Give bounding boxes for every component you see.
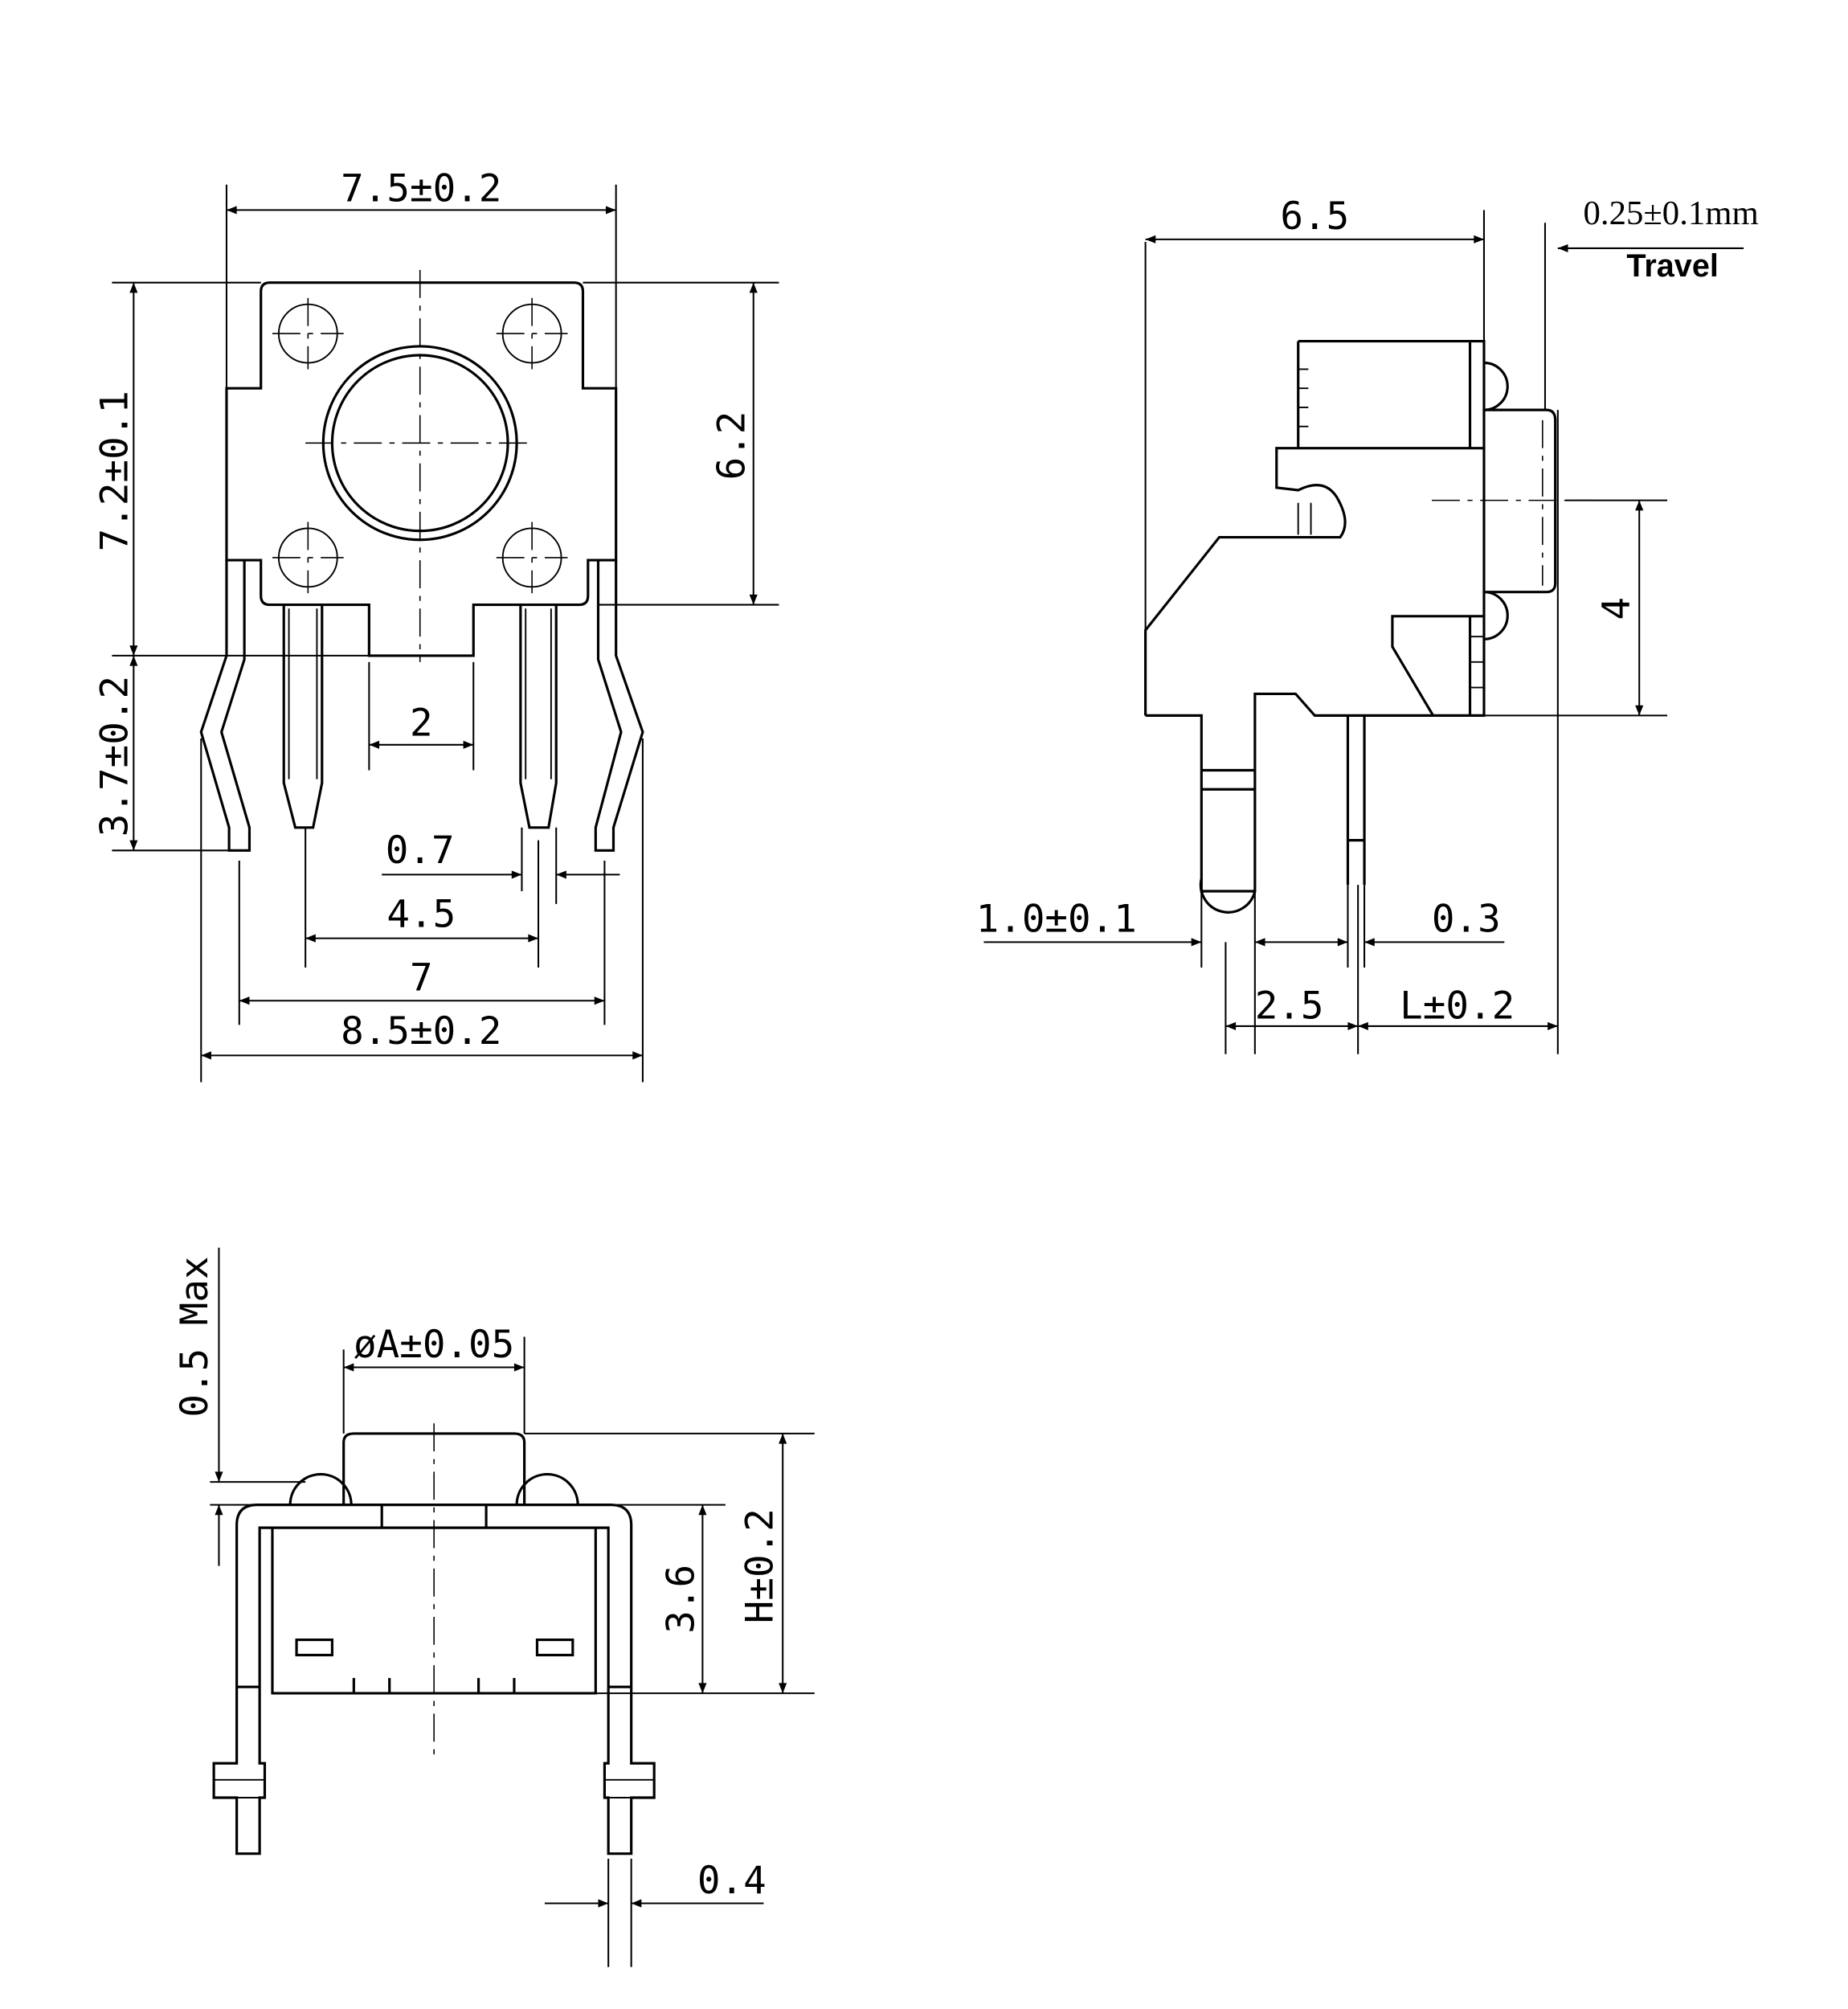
dim-width-top: 7.5±0.2	[341, 166, 501, 211]
dim-width-bottom: 8.5±0.2	[341, 1009, 501, 1054]
side-pin-flat	[1346, 715, 1366, 886]
front-dimensions	[112, 184, 779, 1082]
dim-pin-width: 0.7	[386, 829, 455, 873]
travel-label: Travel	[1626, 248, 1718, 284]
dim-pin-thickness: 0.3	[1432, 898, 1501, 942]
dim-body-height: 7.2±0.1	[92, 391, 137, 551]
dim-notch: 2	[410, 702, 433, 746]
actuator-side	[1483, 361, 1557, 640]
pin-right	[519, 604, 558, 829]
dim-inner-height: 6.2	[710, 411, 754, 481]
lead-left	[212, 1685, 267, 1856]
dim-total-height: H±0.2	[738, 1508, 783, 1623]
pin-left	[282, 604, 324, 829]
dim-depth: 6.5	[1280, 194, 1349, 239]
dim-pitch-inner: 4.5	[386, 892, 456, 936]
dim-body-height: 3.6	[659, 1565, 703, 1634]
dim-protrusion: 0.5 Max	[173, 1256, 217, 1417]
travel-value: 0.25±0.1mm	[1584, 194, 1759, 232]
switch-body-outline	[225, 281, 618, 657]
leg-right	[594, 560, 644, 852]
bottom-view: 0.5 Max øA±0.05 3.6 H±0.2 0.4	[173, 1247, 815, 1967]
dim-lead-width: 0.4	[697, 1859, 767, 1903]
dim-pin-dia: 1.0±0.1	[976, 898, 1137, 942]
dim-pin-spacing: 2.5	[1255, 984, 1324, 1028]
side-body-outline	[1144, 447, 1486, 717]
dim-pitch-outer: 7	[410, 956, 433, 1000]
centerline	[305, 269, 535, 662]
leg-left	[199, 560, 251, 852]
dim-length: L±0.2	[1400, 984, 1515, 1028]
dim-actuator-dia: øA±0.05	[354, 1323, 514, 1367]
side-pin-round	[1199, 768, 1257, 914]
dim-button-offset: 4	[1595, 597, 1639, 620]
mounting-holes	[272, 297, 568, 594]
lead-right	[603, 1685, 656, 1856]
front-view: 7.5±0.2 7.2±0.1 6.2 3.7±0.2 2 0.7 4.5 7 …	[92, 166, 779, 1082]
side-view: 6.5 0.25±0.1mm Travel 4 1.0±0.1 0.3 2.5 …	[976, 194, 1759, 1054]
dim-pin-length: 3.7±0.2	[92, 676, 137, 837]
